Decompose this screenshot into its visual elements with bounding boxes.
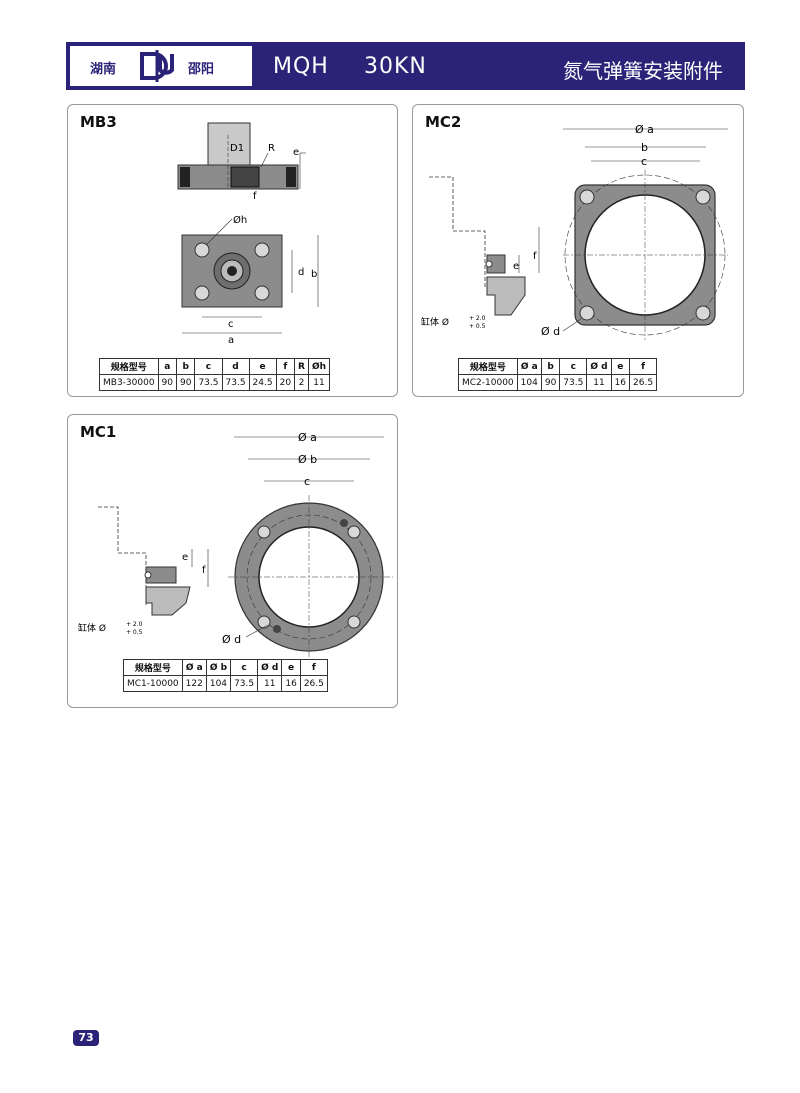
panel-title: MC2 bbox=[425, 113, 462, 131]
model-name: MQH bbox=[273, 54, 329, 79]
panel-mc2: MC2 Ø a b c f e 缸体 Ø + 2.0 + 0.5 Ø d bbox=[412, 104, 744, 397]
label-e: e bbox=[182, 552, 188, 563]
label-h: Øh bbox=[233, 214, 247, 226]
label-e: e bbox=[513, 261, 519, 272]
panel-mb3: MB3 D1 R e f Øh d b c a bbox=[67, 104, 398, 397]
company-logo: 湖南 邵阳 bbox=[70, 46, 252, 86]
logo-mark-icon bbox=[140, 50, 174, 82]
page-number: 73 bbox=[73, 1030, 99, 1046]
spec-table-mb3: 规格型号 a b c d e f R Øh MB3-30000 90 90 73… bbox=[99, 358, 331, 391]
mc1-drawing: Ø a Ø b c f e 缸体 Ø + 2.0 + 0.5 Ø d bbox=[78, 431, 393, 660]
label-f: f bbox=[533, 251, 537, 262]
label-f: f bbox=[202, 565, 206, 576]
label-c: c bbox=[641, 155, 647, 168]
spec-table-mc2: 规格型号 Ø a b c Ø d e f MC2-10000 104 90 73… bbox=[458, 358, 658, 391]
label-b: b bbox=[641, 141, 648, 154]
table-row: MC2-10000 104 90 73.5 11 16 26.5 bbox=[458, 374, 658, 391]
panel-mc1: MC1 Ø a Ø b c f e 缸体 Ø + 2.0 + 0.5 Ø d bbox=[67, 414, 398, 708]
spec-table-mc1: 规格型号 Ø a Ø b c Ø d e f MC1-10000 122 104… bbox=[123, 659, 328, 692]
label-e: e bbox=[293, 147, 299, 158]
table-row: MB3-30000 90 90 73.5 73.5 24.5 20 2 11 bbox=[99, 374, 331, 391]
label-b: b bbox=[311, 269, 317, 280]
label-a: Ø a bbox=[635, 123, 654, 136]
label-tol-plus: + 2.0 bbox=[126, 621, 143, 628]
label-r: R bbox=[268, 143, 275, 154]
label-f: f bbox=[253, 191, 257, 202]
label-b: Ø b bbox=[298, 453, 317, 466]
table-header-row: 规格型号 Ø a Ø b c Ø d e f bbox=[123, 659, 328, 676]
label-tol-minus: + 0.5 bbox=[469, 323, 486, 330]
mb3-drawing: D1 R e f Øh d b c a bbox=[177, 122, 319, 346]
label-d: d bbox=[298, 267, 304, 278]
label-d1: D1 bbox=[230, 143, 244, 154]
table-header-row: 规格型号 a b c d e f R Øh bbox=[99, 358, 331, 375]
label-d: Ø d bbox=[541, 325, 560, 338]
table-header-row: 规格型号 Ø a b c Ø d e f bbox=[458, 358, 658, 375]
page-header: 湖南 邵阳 MQH 30KN 氮气弹簧安装附件 bbox=[66, 42, 745, 90]
label-cyl: 缸体 Ø bbox=[421, 316, 449, 328]
label-c: c bbox=[228, 319, 234, 330]
logo-left-text: 湖南 bbox=[90, 62, 117, 77]
label-a: a bbox=[228, 335, 234, 346]
logo-right-text: 邵阳 bbox=[188, 62, 215, 77]
label-tol-minus: + 0.5 bbox=[126, 629, 143, 636]
page-title: 氮气弹簧安装附件 bbox=[563, 59, 723, 83]
label-tol-plus: + 2.0 bbox=[469, 315, 486, 322]
label-c: c bbox=[304, 475, 310, 488]
model-capacity: 30KN bbox=[364, 54, 427, 79]
table-row: MC1-10000 122 104 73.5 11 16 26.5 bbox=[123, 675, 328, 692]
mb3-cylinder-shape bbox=[207, 122, 251, 168]
panel-title: MB3 bbox=[80, 113, 117, 131]
label-cyl: 缸体 Ø bbox=[78, 622, 106, 634]
label-a: Ø a bbox=[298, 431, 317, 444]
label-d: Ø d bbox=[222, 633, 241, 646]
panel-title: MC1 bbox=[80, 423, 117, 441]
mc2-drawing: Ø a b c f e 缸体 Ø + 2.0 + 0.5 Ø d bbox=[421, 123, 728, 340]
